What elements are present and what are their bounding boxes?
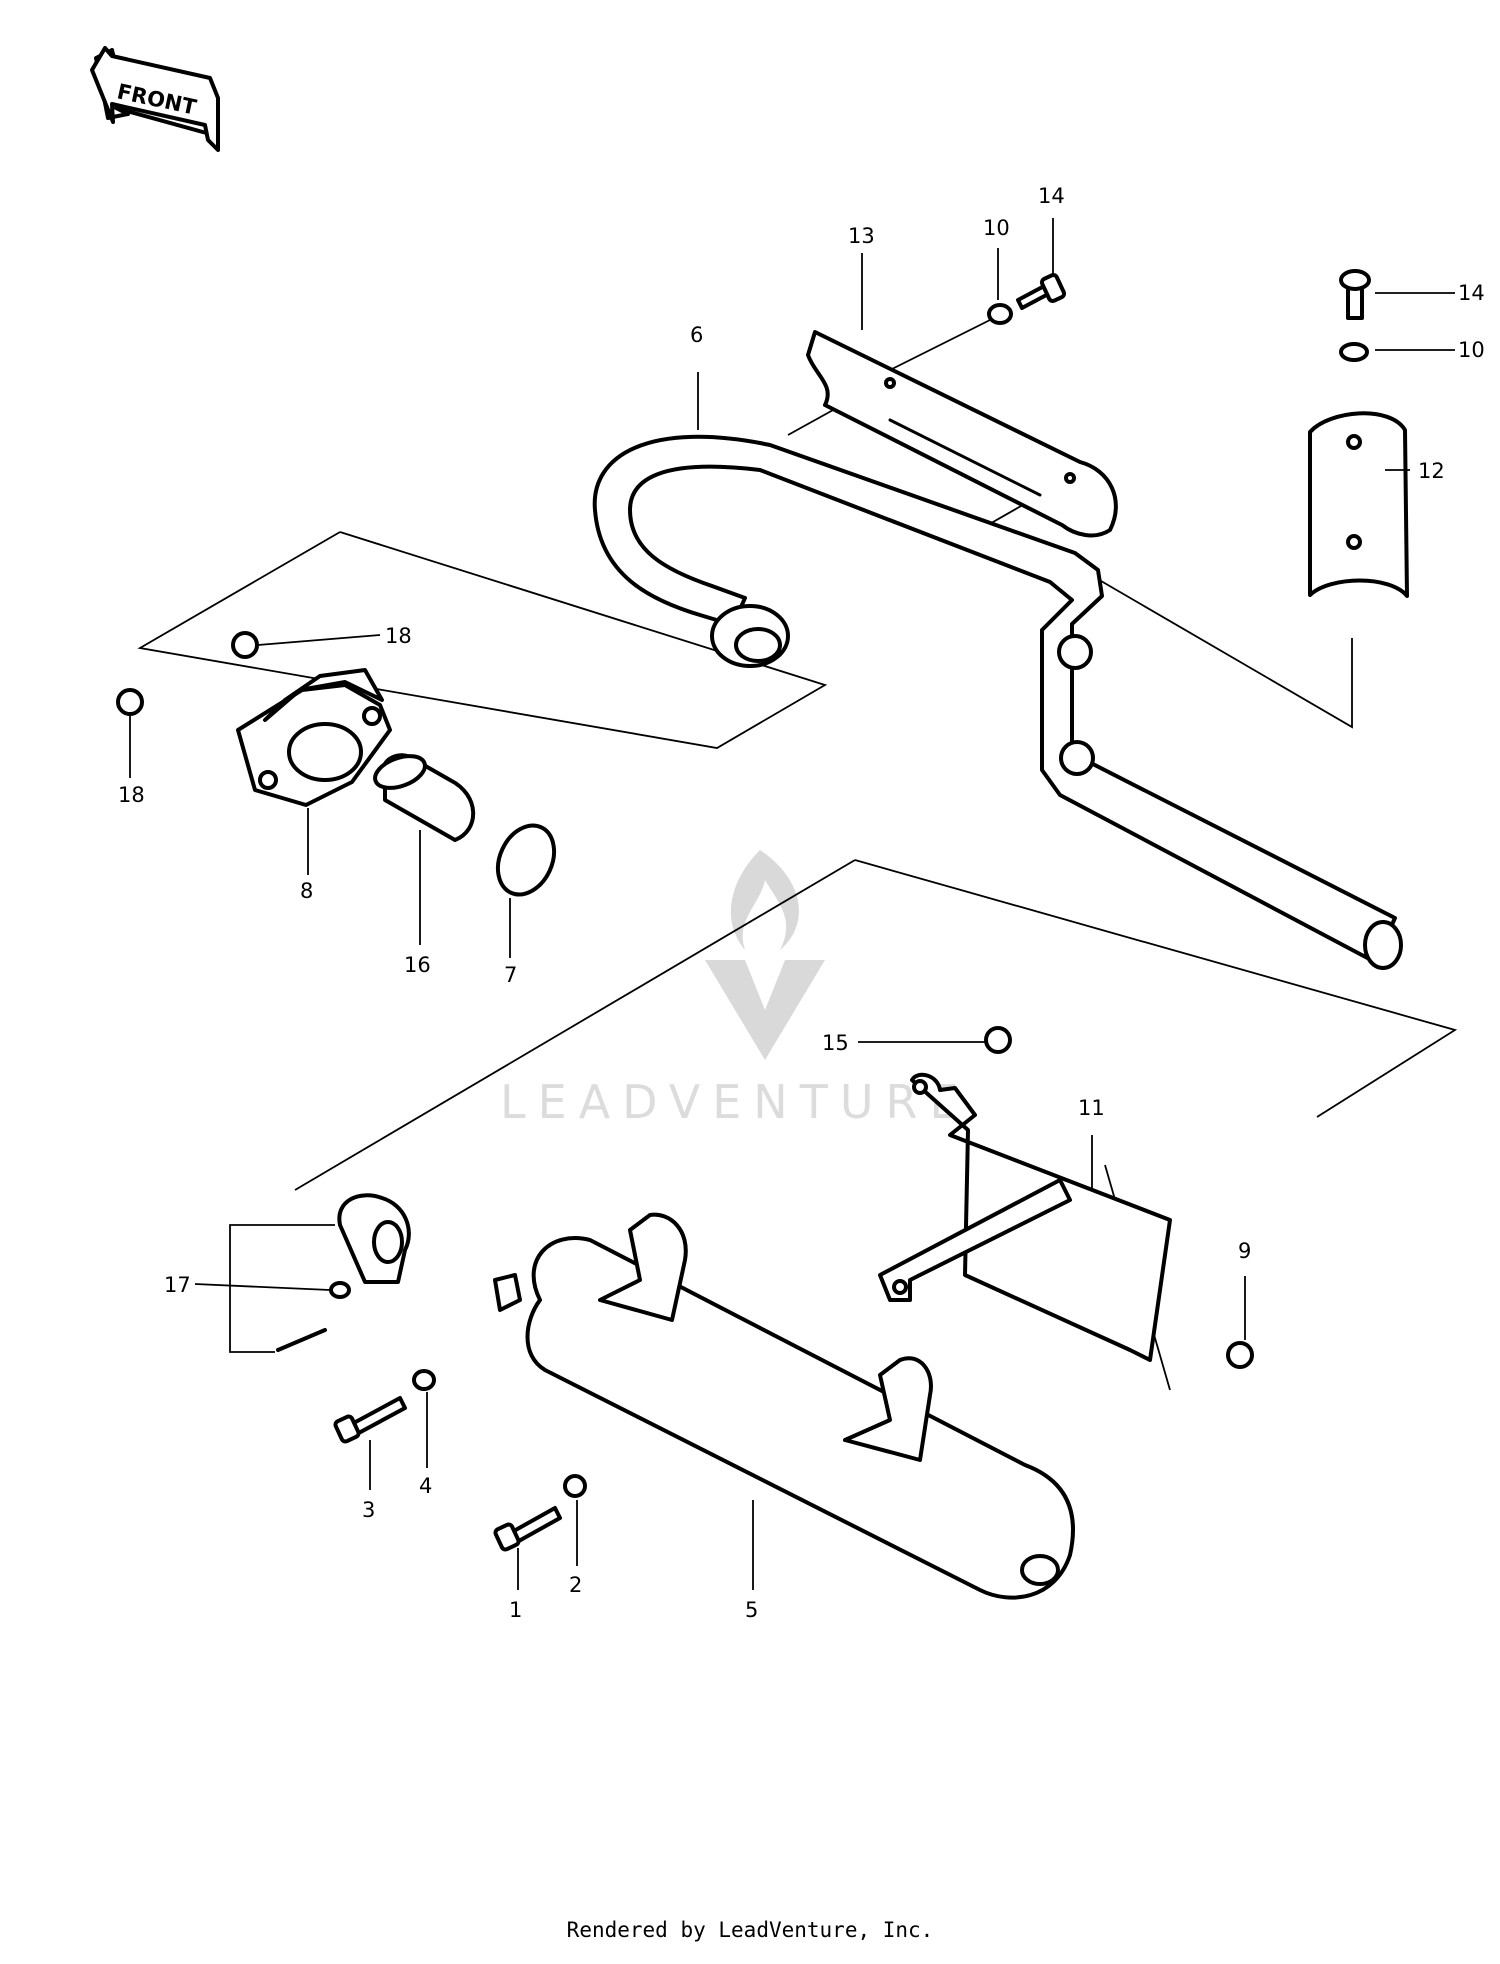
clamp-washer [329,1281,351,1299]
callout-11: 11 [1078,1096,1105,1120]
callout-6: 6 [690,323,703,347]
bracket-nut-lower [1226,1341,1254,1369]
callout-7: 7 [504,963,517,987]
muffler-washer-lower [563,1474,587,1498]
washer-right [1339,342,1369,362]
callout-9: 9 [1238,1239,1251,1263]
flange-nut-left [116,688,144,716]
callout-numbers: 1 2 3 4 5 6 7 8 9 10 10 11 12 13 14 14 1… [118,184,1485,1622]
exhaust-gasket [495,823,557,897]
callout-10-upper: 10 [983,216,1010,240]
muffler-washer-upper [412,1369,436,1391]
pipe-mount-nut-upper [1057,634,1093,670]
leadventure-watermark: LEADVENTURE [500,850,971,1129]
callout-18-left: 18 [118,783,145,807]
callout-18-upper: 18 [385,624,412,648]
muffler-clamp [276,1193,411,1352]
muffler-outlet [1020,1554,1060,1586]
washer-upper [987,303,1013,325]
callout-17: 17 [164,1273,191,1297]
heat-guard [806,330,1118,538]
callout-15: 15 [822,1031,849,1055]
watermark-v-icon [705,960,825,1060]
muffler [493,1212,1075,1600]
bracket-nut-upper [984,1026,1012,1054]
mounting-bolts-right [987,269,1371,362]
callout-16: 16 [404,953,431,977]
watermark-text: LEADVENTURE [500,1075,971,1129]
muffler-front-bracket [598,1212,688,1322]
callout-2: 2 [569,1573,582,1597]
muffler-bolt-lower [493,1506,562,1552]
watermark-flame-icon [730,850,799,950]
rendered-by-footer: Rendered by LeadVenture, Inc. [566,1918,934,1942]
callout-14-upper: 14 [1038,184,1065,208]
muffler-bolt-upper [333,1396,407,1444]
callout-5: 5 [745,1598,758,1622]
callout-8: 8 [300,879,313,903]
callout-14-right: 14 [1458,281,1485,305]
muffler-mount-bracket [878,1072,1172,1362]
muffler-rear-bracket [843,1356,933,1462]
flange-nut-upper [231,631,259,659]
front-direction-arrow: FRONT [90,46,220,152]
pipe-mount-nut-lower [1059,740,1095,776]
callout-1: 1 [509,1598,522,1622]
callout-13: 13 [848,224,875,248]
pipe-cover [1308,411,1409,598]
exhaust-pipe [592,434,1403,970]
exhaust-flange [236,668,392,807]
pipe-outlet-end [1363,920,1403,970]
callout-3: 3 [362,1498,375,1522]
callout-12: 12 [1418,459,1445,483]
exhaust-collar [373,753,476,842]
callout-4: 4 [419,1474,432,1498]
callout-leaders [129,218,1455,1590]
callout-10-right: 10 [1458,338,1485,362]
